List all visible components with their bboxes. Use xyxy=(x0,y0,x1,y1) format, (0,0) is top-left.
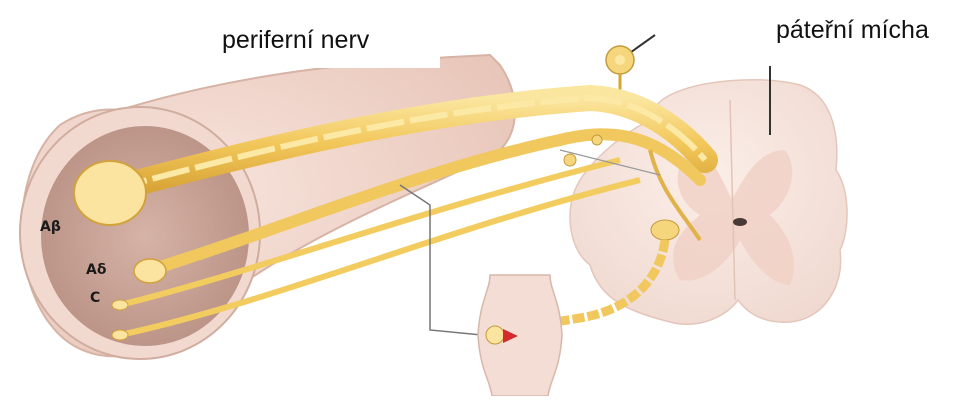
central-canal xyxy=(733,218,747,226)
fiber-a-beta-label: Aβ xyxy=(40,219,61,235)
fiber-c-label: C xyxy=(90,290,100,306)
fiber-a-delta-label: Aδ xyxy=(86,262,106,278)
peripheral-nerve-label: periferní nerv xyxy=(222,26,369,55)
spinal-cord-label: páteřní mícha xyxy=(776,16,929,45)
